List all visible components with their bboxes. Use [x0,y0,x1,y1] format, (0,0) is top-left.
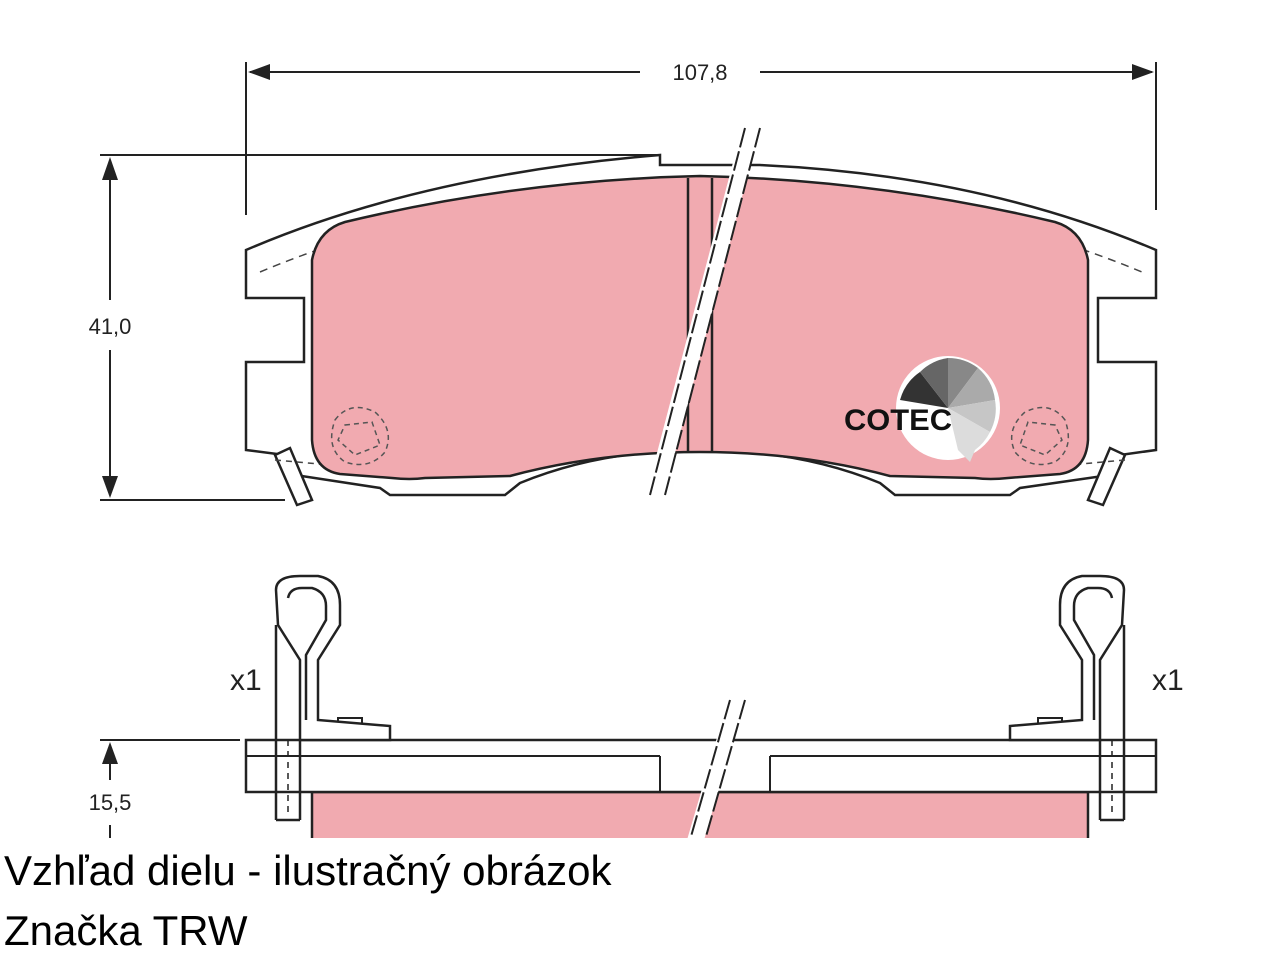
mounting-hole-right [1010,406,1070,466]
left-clip-quantity: x1 [230,664,262,697]
thickness-dimension [100,739,240,838]
left-clip [274,574,392,822]
cotec-logo-text: COTEC [844,404,952,437]
caption-brand: Značka TRW [4,907,248,954]
right-clip [1008,574,1126,822]
height-dimension [100,154,660,501]
width-dimension-label: 107,8 [672,60,727,85]
mounting-hole-left [330,406,390,466]
backing-plate-side [244,738,1158,794]
backing-plate-tabs [273,446,1127,507]
thickness-dimension-label: 15,5 [89,790,132,815]
break-lines-top [646,127,761,496]
break-lines-side [687,699,746,838]
right-clip-quantity: x1 [1152,664,1184,697]
caption-illustration-note: Vzhľad dielu - ilustračný obrázok [4,847,612,894]
width-dimension [245,62,1157,215]
cotec-logo: COTEC [844,356,1000,462]
height-dimension-label: 41,0 [89,314,132,339]
brake-pad-drawing: 107,8 41,0 [89,60,1184,838]
